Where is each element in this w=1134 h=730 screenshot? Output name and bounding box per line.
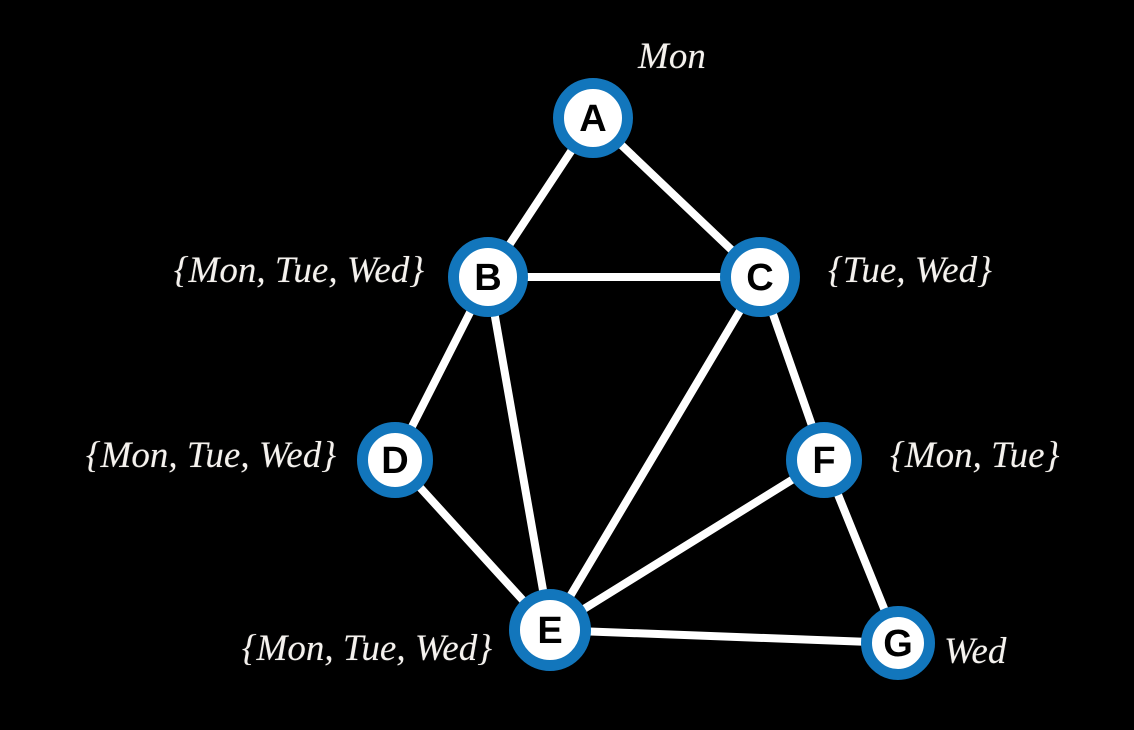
edges-group [391, 114, 902, 647]
edge-e-g [546, 626, 902, 647]
domain-label-b: {Mon, Tue, Wed} [173, 250, 424, 291]
node-circle-a[interactable] [553, 78, 633, 158]
domain-label-a: Mon [638, 36, 706, 77]
node-c[interactable]: C [720, 237, 800, 317]
node-letter-b: B [474, 257, 501, 299]
node-f[interactable]: F [786, 422, 862, 498]
domain-label-e: {Mon, Tue, Wed} [241, 628, 492, 669]
node-letter-d: D [381, 440, 408, 482]
domain-label-c: {Tue, Wed} [828, 250, 992, 291]
domain-label-d: {Mon, Tue, Wed} [85, 435, 336, 476]
node-circle-e[interactable] [509, 589, 591, 671]
edge-e-f [546, 456, 828, 634]
domain-label-f: {Mon, Tue} [890, 435, 1060, 476]
node-circle-f[interactable] [786, 422, 862, 498]
nodes-group: A B C D E F G [357, 78, 935, 680]
node-b[interactable]: B [448, 237, 528, 317]
node-circle-d[interactable] [357, 422, 433, 498]
node-e[interactable]: E [509, 589, 591, 671]
node-d[interactable]: D [357, 422, 433, 498]
node-letter-a: A [579, 98, 606, 140]
node-circle-b[interactable] [448, 237, 528, 317]
edge-b-e [484, 273, 554, 634]
node-circle-g[interactable] [861, 606, 935, 680]
node-letter-f: F [812, 440, 835, 482]
domain-label-g: Wed [944, 631, 1007, 672]
node-letter-g: G [883, 623, 913, 665]
node-circle-c[interactable] [720, 237, 800, 317]
node-letter-e: E [537, 610, 562, 652]
node-a[interactable]: A [553, 78, 633, 158]
node-letter-c: C [746, 257, 773, 299]
node-g[interactable]: G [861, 606, 935, 680]
edge-c-e [546, 273, 764, 634]
